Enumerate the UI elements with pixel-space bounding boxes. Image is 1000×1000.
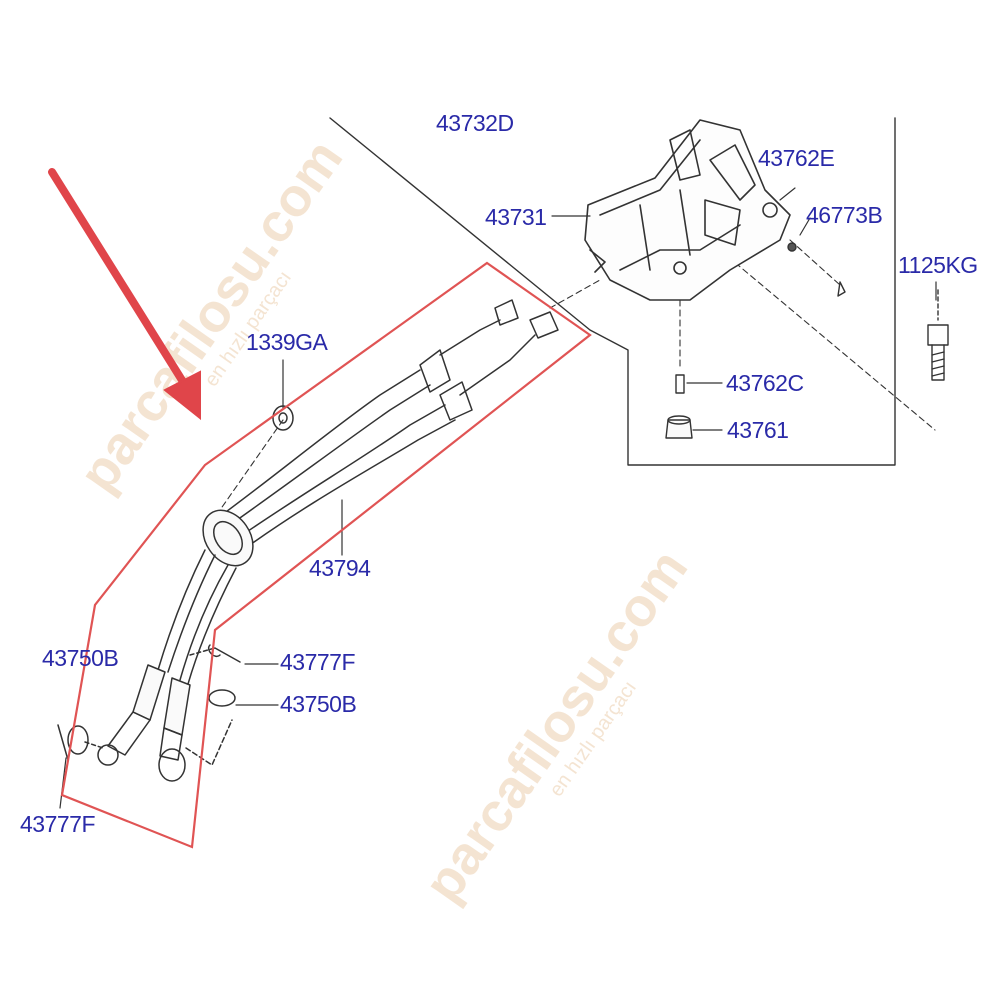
leader-dashed-bracket xyxy=(549,279,601,309)
label-46773b: 46773B xyxy=(806,202,883,228)
leader-dashed-bolt xyxy=(719,249,936,431)
label-1125kg: 1125KG xyxy=(898,252,978,278)
label-43777f-bottom: 43777F xyxy=(20,811,96,837)
label-1339ga: 1339GA xyxy=(246,329,328,355)
shifter-bracket xyxy=(584,119,791,301)
label-43762c: 43762C xyxy=(726,370,804,396)
label-43732d: 43732D xyxy=(436,110,514,136)
leader-dashed-grommet xyxy=(219,419,284,511)
label-43750b-right: 43750B xyxy=(280,691,357,717)
bolt-1125kg xyxy=(927,289,949,381)
label-43794: 43794 xyxy=(309,555,371,581)
nut-43761 xyxy=(665,415,693,439)
pin-43762c xyxy=(675,374,685,394)
highlight-outline xyxy=(60,261,592,849)
subassembly-frame xyxy=(329,117,896,466)
label-43777f-right: 43777F xyxy=(280,649,356,675)
leader-dashed-clip xyxy=(789,239,841,286)
label-43761: 43761 xyxy=(727,417,789,443)
label-43762e: 43762E xyxy=(758,145,835,171)
label-43731: 43731 xyxy=(485,204,547,230)
cable-assembly xyxy=(57,299,559,782)
label-43750b-left: 43750B xyxy=(42,645,119,671)
arrow-icon xyxy=(48,168,201,421)
